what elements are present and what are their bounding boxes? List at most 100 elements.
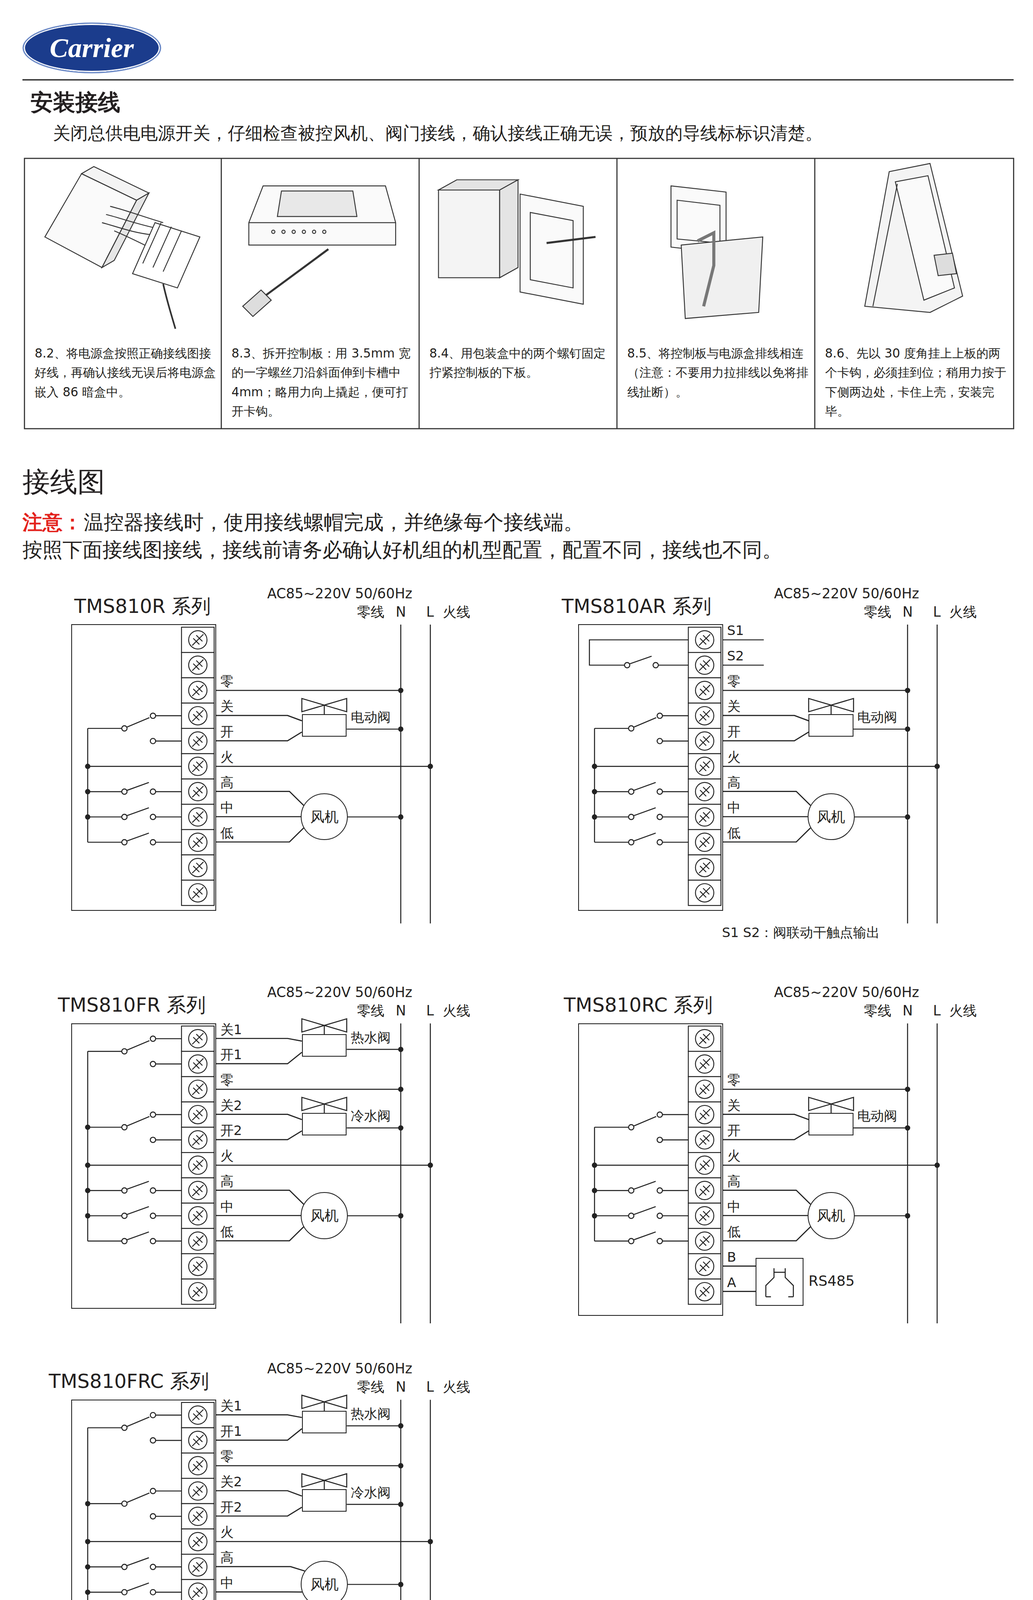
terminal-label: 关1 — [220, 1399, 243, 1413]
terminal-label: 中 — [220, 1576, 234, 1590]
line-name: 零线 — [356, 1379, 385, 1394]
brand-logo: Carrier — [22, 22, 162, 74]
valve-name: 热水阀 — [350, 1407, 391, 1421]
controller-box: TMS810FR 系列 — [71, 1023, 217, 1309]
header-rule — [22, 79, 1014, 80]
fan-name: 风机 — [310, 1207, 339, 1223]
terminal-label: 低 — [220, 1225, 234, 1239]
wiring-frc — [84, 1394, 433, 1600]
supply-label: AC85~220V 50/60Hz — [266, 1361, 412, 1375]
wire — [216, 815, 301, 818]
warning-text: 温控器接线时，使用接线螺帽完成，并绝缘每个接线端。 — [83, 511, 584, 534]
supply-label: AC85~220V 50/60Hz — [266, 586, 412, 601]
terminal-label: 零 — [220, 1073, 234, 1087]
terminal-label: 低 — [727, 826, 741, 840]
step-caption: 8.6、先以 30 度角挂上上板的两个卡钩，必须挂到位；稍用力按于下侧两边处，卡… — [825, 343, 1009, 422]
terminal-label: 开 — [727, 725, 741, 739]
rs485-port: RS485 — [755, 1257, 804, 1306]
terminal-label: 火 — [727, 1149, 741, 1163]
terminal-label: 高 — [727, 1174, 741, 1188]
supply-label: AC85~220V 50/60Hz — [266, 985, 412, 999]
terminal-label: 开1 — [220, 1047, 243, 1062]
model-title: TMS810RC 系列 — [563, 995, 713, 1015]
terminal-label: 开 — [727, 1123, 741, 1138]
line-name: 火线 — [949, 1003, 977, 1018]
terminal-label: 关1 — [220, 1023, 243, 1037]
step-caption: 8.3、拆开控制板：用 3.5mm 宽的一字螺丝刀沿斜面伸到卡槽中 4mm；略用… — [231, 343, 416, 422]
section-heading: 安装接线 — [30, 89, 121, 116]
wire — [723, 1113, 809, 1120]
terminal-label: 关2 — [220, 1474, 243, 1489]
logo-text: Carrier — [49, 32, 134, 64]
wire — [216, 1566, 305, 1571]
terminal-label: 火 — [220, 1149, 234, 1163]
wire — [216, 1490, 302, 1496]
terminal-label: 高 — [220, 1550, 234, 1565]
wiring-r — [84, 624, 433, 924]
line-name: 火线 — [949, 604, 977, 619]
line-name: 零线 — [356, 604, 385, 619]
line-letter: N — [395, 1003, 407, 1018]
supply-label: AC85~220V 50/60Hz — [773, 586, 919, 601]
terminal-label: 高 — [220, 1174, 234, 1188]
fan-motor: 风机 — [807, 1191, 855, 1239]
note: S1 S2：阀联动干触点输出 — [721, 924, 880, 941]
model-title: TMS810R 系列 — [74, 596, 211, 617]
terminal-label: 零 — [220, 674, 234, 689]
valve-actuator: 热水阀 — [301, 1033, 347, 1057]
terminal-label: 零 — [727, 674, 741, 689]
terminal-label: 高 — [220, 775, 234, 790]
line-letter: L — [933, 1003, 941, 1018]
fan-motor: 风机 — [300, 1191, 348, 1239]
model-title: TMS810FRC 系列 — [48, 1371, 210, 1391]
terminal-label: 低 — [727, 1225, 741, 1239]
terminal-label: 火 — [220, 1525, 234, 1539]
supply-label: AC85~220V 50/60Hz — [773, 985, 919, 999]
line-name: 零线 — [863, 604, 892, 619]
line-name: 火线 — [442, 604, 471, 619]
wiring-ar — [589, 624, 940, 924]
terminal-label: 中 — [727, 800, 741, 815]
port-name: RS485 — [808, 1273, 855, 1288]
line-letter: L — [426, 1003, 434, 1018]
valve-actuator: 电动阀 — [808, 1112, 854, 1136]
terminal-label: 关 — [727, 1098, 741, 1113]
wire — [216, 1590, 302, 1592]
valve-name: 电动阀 — [350, 710, 391, 724]
line-letter: L — [426, 1379, 434, 1394]
wire — [216, 1414, 302, 1418]
valve-name: 电动阀 — [857, 710, 898, 724]
line-letter: N — [395, 604, 407, 619]
terminal-label: 中 — [220, 800, 234, 815]
terminal-label: S2 — [727, 649, 744, 663]
controller-box: TMS810RC 系列 — [578, 1023, 724, 1316]
valve-name: 冷水阀 — [350, 1485, 391, 1500]
terminal-label: 零 — [220, 1449, 234, 1463]
valve-name: 冷水阀 — [350, 1109, 391, 1123]
terminal-label: S1 — [727, 623, 744, 638]
terminal-label: 关2 — [220, 1098, 243, 1113]
fan-name: 风机 — [310, 809, 339, 824]
terminal-label: B — [727, 1250, 737, 1264]
step-table — [24, 158, 1014, 429]
warning-label: 注意： — [22, 511, 83, 534]
terminal-label: 火 — [220, 750, 234, 764]
section-title: 接线图 — [22, 466, 105, 498]
body-text: 关闭总供电电源开关，仔细检查被控风机、阀门接线，确认接线正确无误，预放的导线标标… — [52, 123, 823, 144]
terminal-label: 关 — [220, 699, 234, 714]
line-letter: L — [426, 604, 434, 619]
model-title: TMS810FR 系列 — [57, 995, 206, 1015]
wire — [216, 1113, 302, 1120]
terminal-label: 火 — [727, 750, 741, 764]
valve-name: 电动阀 — [857, 1109, 898, 1123]
wire — [216, 1214, 301, 1216]
terminal-label: 开 — [220, 725, 234, 739]
valve-actuator: 热水阀 — [301, 1410, 347, 1433]
valve-actuator: 冷水阀 — [301, 1488, 347, 1512]
fan-motor: 风机 — [300, 793, 348, 841]
line-letter: N — [902, 604, 914, 619]
line-letter: L — [933, 604, 941, 619]
terminal-label: A — [727, 1275, 737, 1290]
